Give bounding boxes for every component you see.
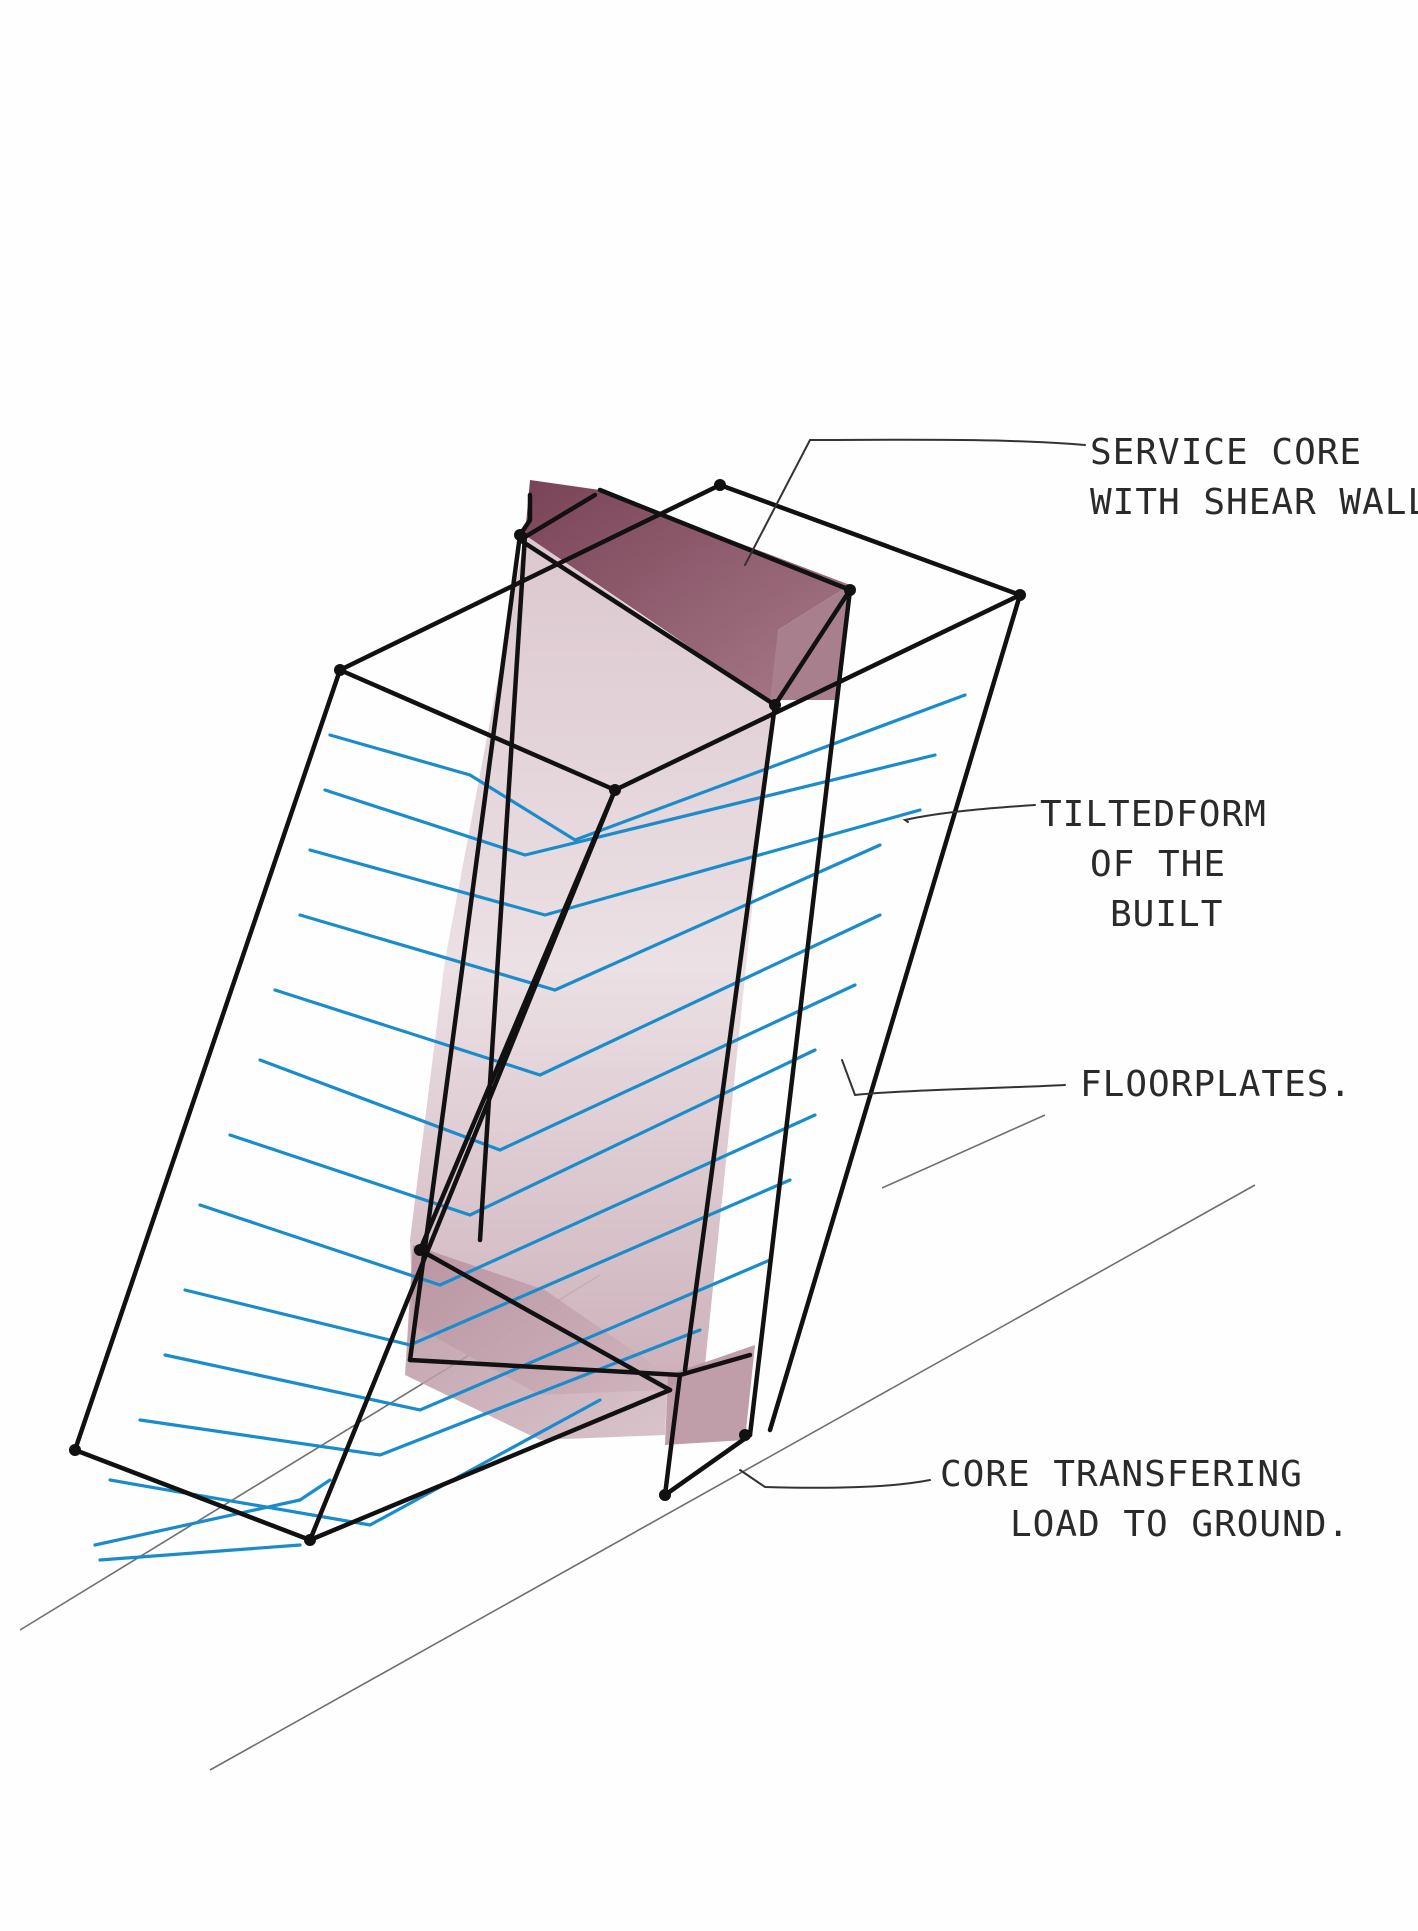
label-line: FLOORPLATES. xyxy=(1080,1060,1352,1110)
label-line: WITH SHEAR WALLS xyxy=(1090,478,1418,528)
leader-core-transfer xyxy=(740,1470,930,1488)
label-line: BUILT xyxy=(1040,890,1267,940)
label-line: LOAD TO GROUND. xyxy=(940,1500,1350,1550)
label-line: TILTEDFORM xyxy=(1040,790,1267,840)
label-core-transfer: CORE TRANSFERING LOAD TO GROUND. xyxy=(940,1450,1350,1550)
leader-tilted-form xyxy=(905,805,1035,822)
label-service-core: SERVICE CORE WITH SHEAR WALLS xyxy=(1090,428,1418,528)
label-tilted-form: TILTEDFORM OF THE BUILT xyxy=(1040,790,1267,940)
label-line: CORE TRANSFERING xyxy=(940,1450,1350,1500)
label-line: OF THE xyxy=(1040,840,1267,890)
label-line: SERVICE CORE xyxy=(1090,428,1418,478)
floorplate-line xyxy=(100,1545,300,1560)
label-floorplates: FLOORPLATES. xyxy=(1080,1060,1352,1110)
leader-service-core xyxy=(745,440,1085,565)
